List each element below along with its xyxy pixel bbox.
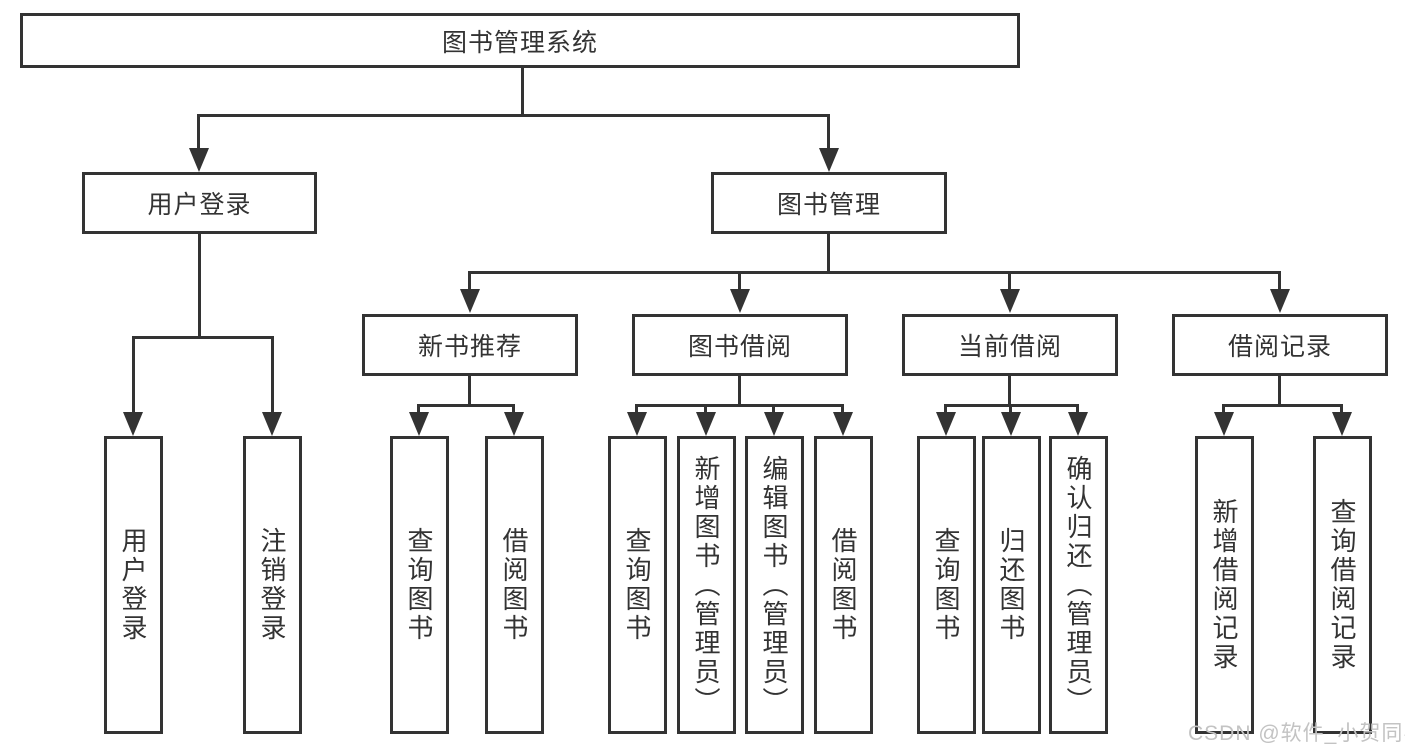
- leaf-label: 注销登录: [257, 527, 287, 643]
- connector-line: [468, 376, 471, 407]
- leaf-label: 查询图书: [404, 527, 434, 643]
- leaf-label: 新增图书（管理员）: [691, 454, 721, 716]
- leaf-label: 查询借阅记录: [1327, 498, 1357, 672]
- node-borrow-records: 借阅记录: [1172, 314, 1388, 376]
- connector-line: [271, 336, 274, 416]
- arrow-down-icon: [1068, 412, 1088, 436]
- arrow-down-icon: [833, 412, 853, 436]
- arrow-down-icon: [189, 148, 209, 172]
- connector-line: [738, 376, 741, 407]
- leaf-query-borrow-record: 查询借阅记录: [1313, 436, 1372, 734]
- leaf-label: 确认归还（管理员）: [1063, 454, 1093, 716]
- arrow-down-icon: [460, 289, 480, 313]
- leaf-logout: 注销登录: [243, 436, 302, 734]
- leaf-add-books-admin: 新增图书（管理员）: [677, 436, 736, 734]
- connector-line: [1278, 376, 1281, 407]
- arrow-down-icon: [1000, 289, 1020, 313]
- connector-line: [1009, 404, 1012, 416]
- leaf-edit-books-admin: 编辑图书（管理员）: [745, 436, 804, 734]
- arrow-down-icon: [819, 148, 839, 172]
- node-label: 新书推荐: [417, 333, 522, 361]
- arrow-down-icon: [627, 412, 647, 436]
- arrow-down-icon: [764, 412, 784, 436]
- node-label: 借阅记录: [1227, 333, 1332, 361]
- arrow-down-icon: [262, 412, 282, 436]
- connector-line: [132, 336, 135, 416]
- leaf-label: 用户登录: [118, 527, 148, 643]
- connector-line: [738, 271, 741, 293]
- arrow-down-icon: [1332, 412, 1352, 436]
- node-book-management: 图书管理: [711, 172, 947, 234]
- node-new-book-recommend: 新书推荐: [362, 314, 578, 376]
- connector-line: [1076, 404, 1079, 416]
- connector-line: [132, 336, 274, 339]
- connector-line: [827, 234, 830, 274]
- leaf-add-borrow-record: 新增借阅记录: [1195, 436, 1254, 734]
- leaf-query-books-recommend: 查询图书: [390, 436, 449, 734]
- connector-line: [635, 404, 844, 407]
- connector-line: [772, 404, 775, 416]
- node-label: 图书管理: [776, 191, 881, 219]
- connector-line: [468, 271, 471, 293]
- arrow-down-icon: [730, 289, 750, 313]
- leaf-query-books-current: 查询图书: [917, 436, 976, 734]
- connector-line: [1008, 376, 1011, 407]
- leaf-borrow-books-borrowing: 借阅图书: [814, 436, 873, 734]
- connector-line: [417, 404, 515, 407]
- node-label: 当前借阅: [957, 333, 1062, 361]
- arrow-down-icon: [696, 412, 716, 436]
- connector-line: [841, 404, 844, 416]
- connector-line: [197, 114, 830, 117]
- leaf-label: 新增借阅记录: [1209, 498, 1239, 672]
- connector-line: [521, 68, 524, 117]
- node-label: 用户登录: [147, 191, 252, 219]
- csdn-watermark: CSDN @软件_小贺同学: [1188, 722, 1405, 745]
- leaf-label: 查询图书: [622, 527, 652, 643]
- connector-line: [1008, 271, 1011, 293]
- connector-line: [1222, 404, 1343, 407]
- node-label: 图书管理系统: [441, 28, 598, 57]
- leaf-label: 借阅图书: [499, 527, 529, 643]
- connector-line: [512, 404, 515, 416]
- connector-line: [1278, 271, 1281, 293]
- leaf-label: 归还图书: [996, 527, 1026, 643]
- leaf-label: 编辑图书（管理员）: [759, 454, 789, 716]
- leaf-borrow-books-recommend: 借阅图书: [485, 436, 544, 734]
- leaf-label: 查询图书: [931, 527, 961, 643]
- connector-line: [417, 404, 420, 416]
- connector-line: [468, 271, 1281, 274]
- node-label: 图书借阅: [687, 333, 792, 361]
- arrow-down-icon: [1214, 412, 1234, 436]
- node-user-login: 用户登录: [82, 172, 317, 234]
- connector-line: [1340, 404, 1343, 416]
- node-current-borrowing: 当前借阅: [902, 314, 1118, 376]
- arrow-down-icon: [123, 412, 143, 436]
- arrow-down-icon: [1270, 289, 1290, 313]
- node-book-borrowing: 图书借阅: [632, 314, 848, 376]
- leaf-user-login: 用户登录: [104, 436, 163, 734]
- leaf-label: 借阅图书: [828, 527, 858, 643]
- connector-line: [1222, 404, 1225, 416]
- connector-line: [198, 234, 201, 338]
- node-root: 图书管理系统: [20, 13, 1020, 68]
- arrow-down-icon: [504, 412, 524, 436]
- connector-line: [635, 404, 638, 416]
- arrow-down-icon: [409, 412, 429, 436]
- connector-line: [197, 114, 200, 150]
- connector-line: [944, 404, 947, 416]
- connector-line: [704, 404, 707, 416]
- arrow-down-icon: [936, 412, 956, 436]
- connector-line: [827, 114, 830, 150]
- leaf-return-books: 归还图书: [982, 436, 1041, 734]
- leaf-confirm-return-admin: 确认归还（管理员）: [1049, 436, 1108, 734]
- leaf-query-books-borrowing: 查询图书: [608, 436, 667, 734]
- arrow-down-icon: [1001, 412, 1021, 436]
